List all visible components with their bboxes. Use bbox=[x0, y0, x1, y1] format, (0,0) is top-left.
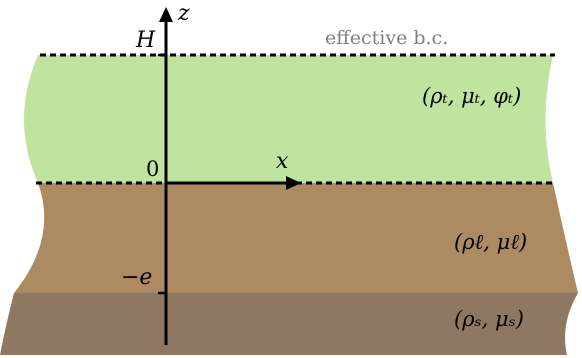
z-axis-label: z bbox=[177, 1, 190, 26]
bottom-layer-region bbox=[0, 293, 578, 355]
zero-tick-label: 0 bbox=[146, 157, 159, 181]
effective-bc-label: effective b.c. bbox=[325, 27, 448, 49]
x-axis-arrowhead bbox=[286, 176, 301, 190]
top-layer-region bbox=[24, 55, 553, 183]
height-tick-label: H bbox=[135, 28, 156, 53]
depth-tick-label: −e bbox=[121, 265, 152, 290]
middle-layer-params: (ρℓ, μℓ) bbox=[454, 230, 527, 254]
top-layer-params: (ρₜ, μₜ, φₜ) bbox=[422, 84, 521, 108]
x-axis-label: x bbox=[276, 149, 289, 174]
z-axis-arrowhead bbox=[159, 7, 173, 22]
bottom-layer-params: (ρₛ, μₛ) bbox=[454, 307, 524, 331]
middle-layer-region bbox=[14, 183, 578, 293]
